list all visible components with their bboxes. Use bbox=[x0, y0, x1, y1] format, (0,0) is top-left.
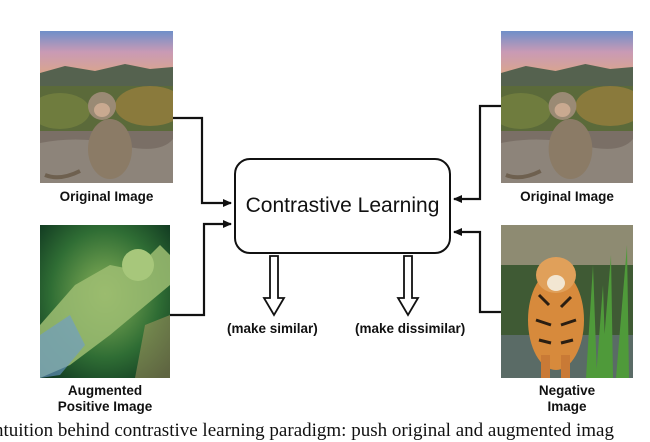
augmented-image bbox=[40, 225, 170, 378]
augmented-image-label: Augmented Positive Image bbox=[40, 383, 170, 415]
augmented-label-line1: Augmented bbox=[67, 383, 143, 398]
augmented-label-line2: Positive Image bbox=[57, 399, 153, 414]
original-image-left-label: Original Image bbox=[59, 189, 154, 204]
arrow-original-left bbox=[173, 116, 232, 207]
make-dissimilar-label: (make dissimilar) bbox=[355, 321, 466, 336]
negative-label-line1: Negative bbox=[538, 383, 596, 398]
original-image-right-label: Original Image bbox=[520, 189, 614, 204]
arrow-make-dissimilar bbox=[396, 255, 420, 317]
contrastive-learning-label: Contrastive Learning bbox=[245, 194, 440, 217]
negative-image-label: Negative Image bbox=[501, 383, 633, 415]
negative-label-line2: Image bbox=[547, 399, 587, 414]
negative-image bbox=[501, 225, 633, 378]
arrow-original-right bbox=[453, 104, 501, 203]
arrow-make-similar bbox=[262, 255, 286, 317]
original-image-right bbox=[501, 31, 633, 183]
figure-caption: ntuition behind contrastive learning par… bbox=[0, 420, 614, 441]
arrow-negative bbox=[453, 228, 501, 314]
arrow-augmented bbox=[170, 220, 232, 317]
contrastive-learning-box: Contrastive Learning bbox=[234, 158, 451, 254]
make-similar-label: (make similar) bbox=[227, 321, 318, 336]
original-image-left bbox=[40, 31, 173, 183]
